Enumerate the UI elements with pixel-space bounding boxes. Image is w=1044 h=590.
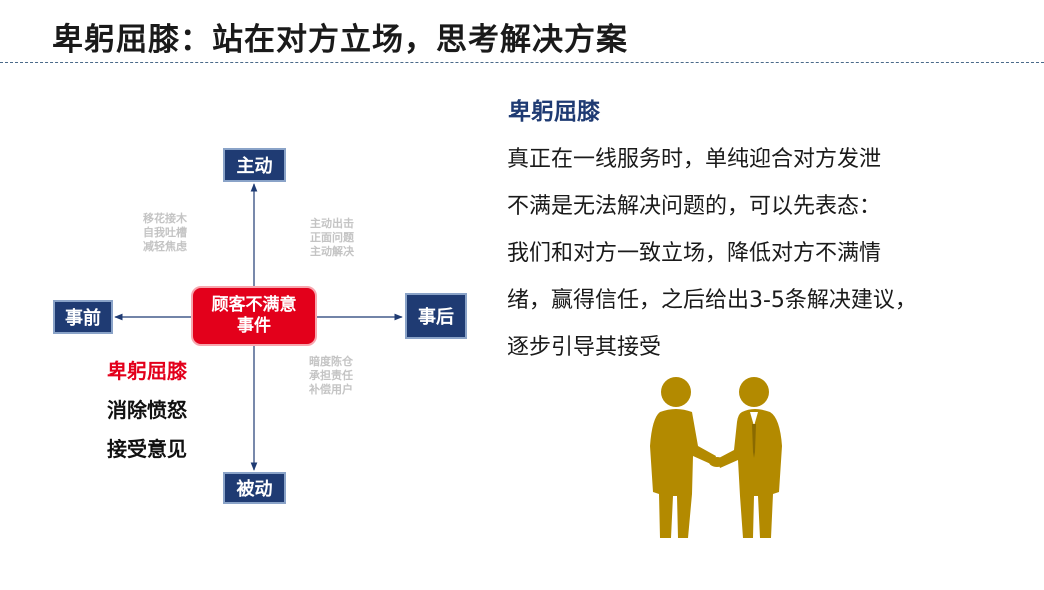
slide-title: 卑躬屈膝：站在对方立场，思考解决方案 [52, 22, 628, 58]
strategy-item: 消除愤怒 [107, 398, 187, 422]
title-divider [0, 62, 1044, 63]
axis-node-left: 事前 [53, 300, 113, 334]
side-line: 绪，赢得信任，之后给出3-5条解决建议， [507, 288, 917, 313]
side-line: 我们和对方一致立场，降低对方不满情 [507, 241, 882, 266]
quadrant-text: 移花接木 [143, 212, 187, 225]
quadrant-text: 承担责任 [309, 369, 353, 382]
handshake-icon [650, 377, 782, 538]
side-body: 真正在一线服务时，单纯迎合对方发泄 不满是无法解决问题的，可以先表态： 我们和对… [507, 136, 917, 371]
quadrant-text: 正面问题 [310, 231, 354, 244]
quadrant-top-left: 移花接木 自我吐槽 减轻焦虑 [143, 212, 187, 254]
center-node-line-2: 事件 [237, 316, 271, 336]
side-heading: 卑躬屈膝 [508, 99, 600, 125]
quadrant-text: 补偿用户 [309, 383, 353, 396]
center-node-line-1: 顾客不满意 [211, 295, 297, 315]
quadrant-top-right: 主动出击 正面问题 主动解决 [310, 217, 354, 259]
quadrant-text: 主动解决 [310, 245, 354, 258]
quadrant-bottom-right: 暗度陈仓 承担责任 补偿用户 [309, 355, 353, 397]
quadrant-text: 暗度陈仓 [309, 355, 353, 368]
side-line: 逐步引导其接受 [507, 335, 662, 360]
side-line: 不满是无法解决问题的，可以先表态： [507, 194, 882, 219]
axis-node-right: 事后 [405, 293, 467, 339]
quadrant-text: 自我吐槽 [143, 226, 187, 239]
strategy-item-highlight: 卑躬屈膝 [107, 359, 187, 383]
quadrant-text: 减轻焦虑 [143, 240, 187, 253]
axis-node-bottom: 被动 [223, 472, 286, 504]
center-event-node: 顾客不满意 事件 [191, 286, 317, 346]
quadrant-text: 主动出击 [310, 217, 354, 230]
strategy-list: 卑躬屈膝 消除愤怒 接受意见 [107, 352, 187, 469]
side-line: 真正在一线服务时，单纯迎合对方发泄 [507, 147, 882, 172]
strategy-item: 接受意见 [107, 437, 187, 461]
axis-node-top: 主动 [223, 148, 286, 182]
